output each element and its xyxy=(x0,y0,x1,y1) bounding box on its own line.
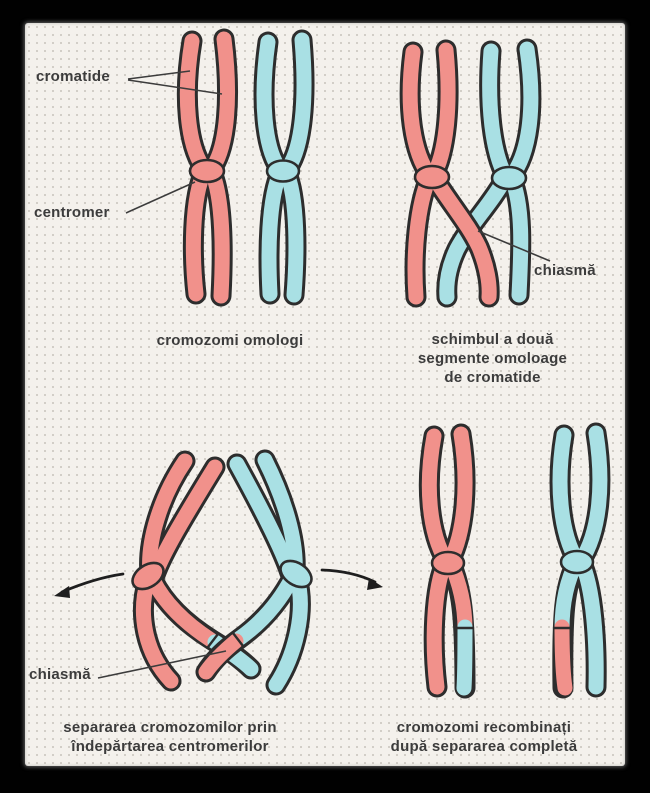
exchanged-segment xyxy=(562,627,565,688)
label-pointer-line xyxy=(127,70,191,80)
caption-line: îndepărtarea centromerilor xyxy=(71,738,269,755)
separation-arrow-left xyxy=(54,572,125,598)
label-cromatide: cromatide xyxy=(36,68,110,85)
caption-line: după separarea completă xyxy=(390,738,578,755)
chromosome-maternal xyxy=(410,50,489,297)
centromere xyxy=(131,561,165,591)
caption-line: cromozomi recombinați xyxy=(396,719,572,736)
chromosome-paternal xyxy=(264,40,304,295)
panel-separation xyxy=(54,460,383,685)
exchanged-segment xyxy=(464,627,465,688)
panel-recombined xyxy=(429,433,600,688)
centromere xyxy=(430,550,466,576)
segment-boundary xyxy=(206,632,220,649)
chromosome-paternal xyxy=(447,49,531,297)
caption-separation: separarea cromozomilor prin îndepărtarea… xyxy=(45,718,295,756)
centromere xyxy=(265,159,301,183)
separation-arrow-right xyxy=(320,568,383,590)
panel-chiasma-exchange xyxy=(410,49,551,297)
label-centromer: centromer xyxy=(34,204,110,221)
caption-line: segmente omoloage xyxy=(417,350,568,367)
centromere xyxy=(188,158,226,184)
caption-line: cromozomi omologi xyxy=(156,332,304,349)
arrow-shaft xyxy=(60,572,125,594)
label-chiasma-exchange: chiasmă xyxy=(534,262,596,279)
label-pointer-line xyxy=(127,79,223,95)
panel-homologous-chromosomes xyxy=(125,39,304,296)
chromosome-maternal xyxy=(131,461,251,681)
label-pointer-line xyxy=(125,181,196,214)
chromosome-maternal xyxy=(187,39,227,296)
segment-boundary xyxy=(231,631,245,648)
caption-homologous: cromozomi omologi xyxy=(130,331,330,350)
caption-line: schimbul a două xyxy=(431,331,554,348)
chromosome-paternal-recombined xyxy=(554,433,600,688)
caption-line: separarea cromozomilor prin xyxy=(63,719,277,736)
chromosome-paternal xyxy=(206,460,313,685)
caption-recombined: cromozomi recombinați după separarea com… xyxy=(358,718,610,756)
centromere xyxy=(413,164,451,190)
arrow-shaft xyxy=(320,568,377,584)
arrowhead xyxy=(367,578,383,590)
label-pointer-line xyxy=(97,650,227,679)
label-pointer-line xyxy=(477,230,551,262)
label-chiasma-separation: chiasmă xyxy=(29,666,91,683)
centromere xyxy=(279,559,313,589)
caption-exchange: schimbul a două segmente omoloage de cro… xyxy=(395,330,590,387)
centromere xyxy=(559,549,595,575)
centromere xyxy=(490,165,528,191)
chromosome-maternal-recombined xyxy=(429,434,473,688)
arrowhead xyxy=(54,586,70,598)
caption-line: de cromatide xyxy=(444,369,541,386)
